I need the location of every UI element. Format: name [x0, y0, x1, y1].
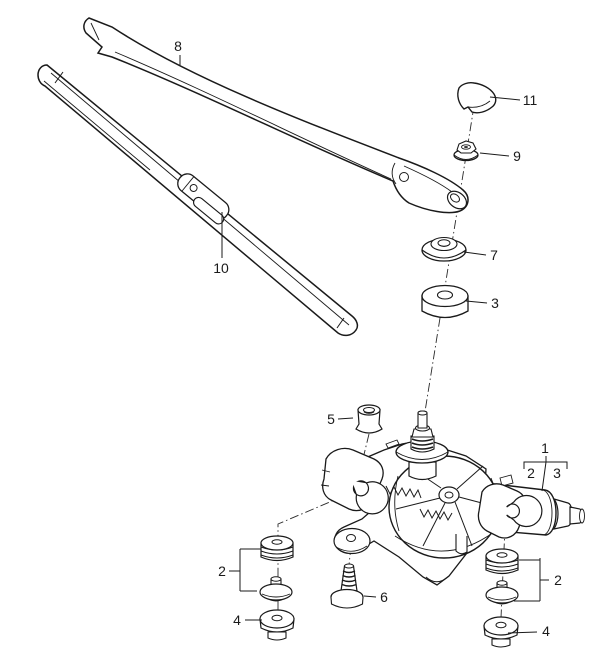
callout-1-sub-3-label: 3: [553, 465, 561, 481]
leader-6: [363, 595, 377, 598]
leader-5: [337, 417, 354, 420]
ribbed-grommet-left: [260, 535, 294, 562]
motor-fork-right: [477, 483, 527, 539]
leader-2-right-bracket: [514, 558, 549, 602]
arm-pivot-hole: [450, 193, 460, 203]
leader-3: [465, 300, 488, 304]
leader-9: [479, 152, 510, 157]
bracket-pad-hole: [346, 534, 356, 542]
callout-6-label: 6: [380, 589, 388, 605]
callout-10-label: 10: [213, 260, 229, 276]
arm-head-hole: [399, 172, 409, 182]
leader-11: [489, 96, 521, 101]
left-stack-axis-line: [277, 495, 345, 612]
callout-1-sub-2-label: 2: [527, 465, 535, 481]
leader-4-right: [507, 631, 538, 634]
housing-foot-stub: [455, 534, 468, 555]
washer-part: [421, 236, 467, 262]
rubber-mount-right: [483, 616, 519, 648]
motor-end-step: [552, 497, 573, 530]
callout-1-label: 1: [541, 440, 549, 456]
hinge-slot: [193, 196, 225, 225]
callout-7-label: 7: [490, 247, 498, 263]
leader-7: [463, 251, 487, 256]
callout-leader-lines: [179, 55, 568, 634]
callout-4-left-label: 4: [233, 612, 241, 628]
callout-8-label: 8: [174, 38, 182, 54]
leader-1-bracket: [523, 456, 568, 492]
mount-stack-right: [483, 548, 519, 648]
wiper-motor-assembly: [320, 410, 585, 586]
ribbed-grommet-right: [485, 548, 519, 575]
mount-stack-left: [259, 535, 295, 641]
callout-3-label: 3: [491, 295, 499, 311]
fork-right-clamp: [506, 494, 543, 528]
nut-part: [453, 140, 479, 162]
cap-part: [457, 82, 497, 114]
blade-hinge: [177, 173, 230, 225]
hinge-pin-hole: [189, 183, 198, 192]
screw-part: [330, 563, 364, 609]
stud-washer-left: [259, 576, 293, 602]
bushing-part: [355, 404, 383, 434]
rubber-mount-left: [259, 609, 295, 641]
callout-5-label: 5: [327, 411, 335, 427]
callout-9-label: 9: [513, 148, 521, 164]
callout-2-right-label: 2: [554, 572, 562, 588]
callout-2-left-label: 2: [218, 563, 226, 579]
callout-4-right-label: 4: [542, 623, 550, 639]
stud-washer-right: [485, 580, 519, 605]
callout-11-label: 11: [523, 92, 538, 108]
grommet-part: [421, 284, 469, 319]
motor-shaft: [395, 410, 449, 481]
fork-left-clamp: [352, 480, 389, 515]
leader-2-left-bracket: [229, 548, 261, 592]
wiper-blade: [37, 64, 359, 337]
wiper-arm: [83, 17, 469, 214]
